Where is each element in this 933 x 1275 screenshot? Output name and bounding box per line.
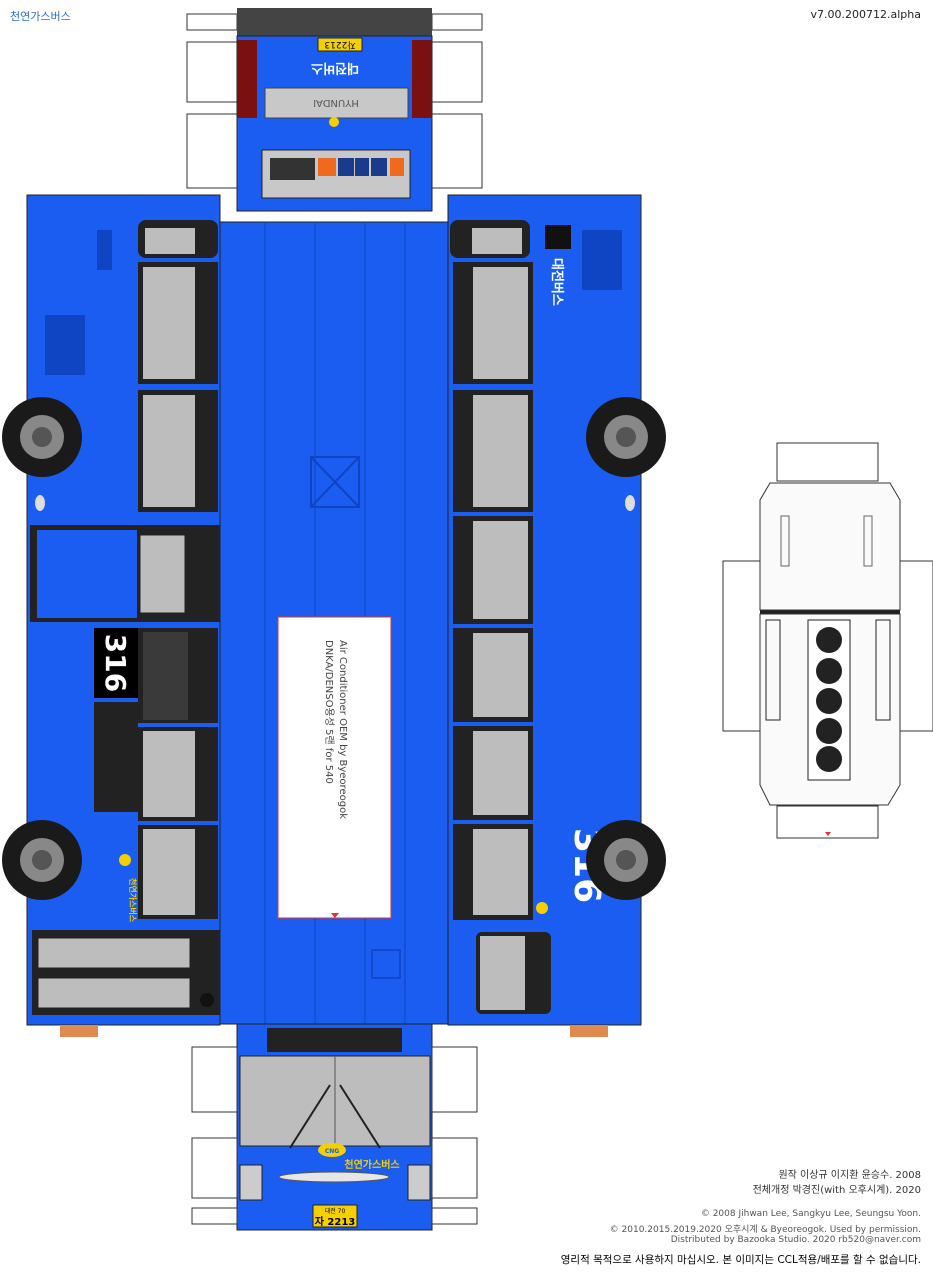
front-license-plate [312, 1204, 358, 1228]
glue-tab [186, 113, 238, 189]
tail-light-right [412, 40, 432, 118]
glue-tab [722, 560, 762, 732]
side-route-number: 316 [99, 634, 132, 692]
window [143, 829, 195, 915]
air-conditioner-panel [277, 616, 392, 919]
fuel-cap-icon [200, 993, 214, 1007]
window [473, 521, 528, 619]
front-cng-brand: 천연가스버스 [344, 1158, 399, 1171]
tail-light-left [237, 40, 257, 118]
window [143, 731, 195, 817]
window [473, 731, 528, 815]
rear-panel: 자2213 대전버스 HYUNDAI [236, 8, 433, 212]
left-side-panel: 316 천연가스버스 [2, 194, 221, 1037]
headlight-right [407, 1164, 431, 1201]
rear-window [264, 87, 409, 119]
vent-grille [765, 619, 781, 721]
right-side-panel: 대전버스 316 [447, 194, 666, 1037]
vent-grille [45, 315, 85, 375]
ac-label-1: Air Conditioner OEM by Byeoreogok [337, 640, 348, 819]
door-panel [37, 530, 137, 618]
marker-light [625, 495, 635, 511]
cng-icon [536, 902, 548, 914]
fan-icon [816, 627, 842, 653]
fan-icon [816, 746, 842, 772]
ac-label-2: DNKA/DENSO용성 5랜 for 540 [323, 640, 335, 784]
glue-tab [431, 13, 483, 31]
credits-distributor: Distributed by Bazooka Studio. 2020 rb52… [670, 1235, 921, 1245]
marker-light [60, 1025, 98, 1037]
route-stops-display [94, 702, 138, 812]
destination-sign [267, 1028, 402, 1052]
glue-tab [186, 13, 238, 31]
window [473, 829, 528, 915]
vent-grille [582, 230, 622, 290]
side-cng-brand: 천연가스버스 [128, 878, 138, 923]
cng-icon [318, 1143, 346, 1157]
window [143, 395, 195, 507]
side-company-name: 대전버스 [549, 258, 565, 306]
window [473, 633, 528, 717]
cng-icon [329, 117, 339, 127]
fan-icon [816, 688, 842, 714]
headlight-left [239, 1164, 263, 1201]
wiper [339, 1084, 381, 1149]
front-plate-small: 대전 70 [325, 1207, 346, 1215]
vent-grille [97, 230, 112, 270]
marker-light [35, 495, 45, 511]
vent-grille [545, 225, 571, 249]
front-panel: CNG 천연가스버스 대전 70 자 2213 [236, 1023, 433, 1231]
glue-tab [431, 1046, 478, 1113]
wiper [289, 1084, 331, 1149]
page-title: 천연가스버스 [10, 10, 71, 23]
license-notice: 영리적 목적으로 사용하지 마십시오. 본 이미지는 CCL적용/배포를 할 수… [560, 1254, 921, 1266]
rear-company-name: 대전버스 [311, 60, 359, 76]
rear-license-plate [317, 37, 363, 52]
glue-tab [191, 1137, 238, 1199]
fan-icon [816, 718, 842, 744]
credits-copyright-1: © 2008 Jihwan Lee, Sangkyu Lee, Seungsu … [700, 1209, 921, 1219]
glue-tab [431, 1137, 478, 1199]
credits-copyright-2: © 2010.2015.2019.2020 오후시계 & Byeoreogok.… [609, 1225, 921, 1235]
glue-tab [431, 41, 483, 103]
credits-revision: 전체개정 박경진(with 오후시계). 2020 [752, 1185, 921, 1196]
window [473, 267, 528, 379]
right-windows [453, 262, 533, 920]
front-grille-logo [278, 1171, 390, 1183]
marker-light [570, 1025, 608, 1037]
luggage-door [37, 937, 191, 969]
vent-grille [875, 619, 891, 721]
window [473, 395, 528, 507]
window [143, 267, 195, 379]
rear-plate-text: 자2213 [324, 39, 355, 50]
credits-original: 원작 이상규 이지환 윤승수. 2008 [778, 1170, 921, 1181]
version-label: v7.00.200712.alpha [810, 8, 921, 21]
luggage-door [37, 977, 191, 1009]
underside-front [759, 482, 901, 611]
fan-icon [816, 658, 842, 684]
door-window [139, 534, 186, 614]
rear-logo: HYUNDAI [313, 97, 359, 108]
roof-hatch [310, 456, 360, 508]
cng-icon [119, 854, 131, 866]
glue-tab [776, 442, 879, 482]
glue-tab [897, 560, 933, 732]
glue-tab [431, 113, 483, 189]
front-plate-large: 자 2213 [315, 1215, 356, 1228]
glue-tab [431, 1207, 478, 1225]
front-cng-badge: CNG [325, 1148, 339, 1155]
roof-vent [371, 949, 401, 979]
route-display [94, 628, 138, 698]
underside-piece [722, 442, 933, 839]
glue-tab [191, 1207, 238, 1225]
glue-tab [186, 41, 238, 103]
glue-tab [191, 1046, 238, 1113]
roof-panel: Air Conditioner OEM by Byeoreogok DNKA/D… [219, 221, 449, 1025]
